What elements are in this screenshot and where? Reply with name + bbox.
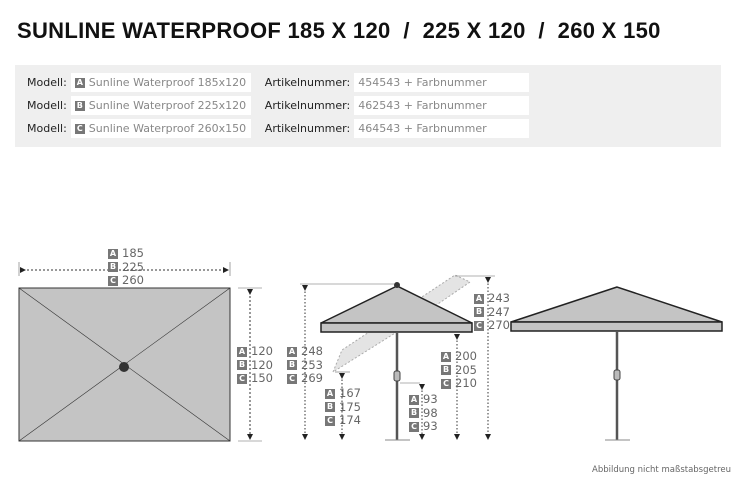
badge-a: A bbox=[74, 78, 85, 88]
article-number: 462543 + Farbnummer bbox=[354, 96, 530, 115]
model-label: Modell: bbox=[27, 76, 67, 89]
dim-value: 93 bbox=[423, 419, 438, 433]
badge-c: C bbox=[474, 320, 484, 331]
side-view-tilt bbox=[300, 274, 495, 441]
dim-crank-height: A 93 B 98 C 93 bbox=[409, 392, 438, 434]
model-label: Modell: bbox=[27, 122, 67, 135]
badge-b: B bbox=[409, 408, 419, 418]
dim-tilted-clearance: A 167 B 175 C 174 bbox=[325, 386, 361, 428]
dim-canopy-clearance: A 200 B 205 C 210 bbox=[441, 349, 477, 391]
badge-c: C bbox=[74, 124, 85, 134]
badge-c: C bbox=[108, 275, 118, 286]
dim-value: 205 bbox=[455, 362, 477, 377]
model-name: Sunline Waterproof 185x120 bbox=[88, 76, 247, 89]
badge-b: B bbox=[325, 402, 335, 412]
dim-value: 260 bbox=[122, 273, 144, 287]
badge-b: B bbox=[108, 262, 118, 272]
dim-value: 200 bbox=[455, 349, 477, 363]
top-view bbox=[18, 262, 262, 442]
model-label: Modell: bbox=[27, 99, 67, 112]
model-name: Sunline Waterproof 260x150 bbox=[88, 122, 247, 135]
article-label: Artikelnummer: bbox=[264, 76, 351, 89]
badge-c: C bbox=[287, 373, 297, 384]
badge-c: C bbox=[441, 378, 451, 389]
badge-a: A bbox=[325, 388, 335, 399]
side-view bbox=[510, 286, 723, 441]
dim-width: A 185 B 225 C 260 bbox=[108, 246, 144, 288]
dim-value: 210 bbox=[455, 376, 477, 390]
article-label: Artikelnummer: bbox=[264, 99, 351, 112]
badge-b: B bbox=[441, 365, 451, 375]
badge-b: B bbox=[474, 307, 484, 317]
dim-value: 120 bbox=[251, 357, 273, 372]
dim-value: 225 bbox=[122, 259, 144, 274]
dim-value: 175 bbox=[339, 399, 361, 414]
dim-value: 243 bbox=[488, 291, 510, 305]
badge-c: C bbox=[409, 421, 419, 432]
badge-b: B bbox=[287, 360, 297, 370]
dim-value: 93 bbox=[423, 392, 438, 406]
badge-a: A bbox=[237, 346, 247, 357]
dim-value: 269 bbox=[301, 371, 323, 385]
badge-b: B bbox=[74, 101, 85, 111]
article-label: Artikelnummer: bbox=[264, 122, 351, 135]
badge-a: A bbox=[441, 351, 451, 362]
dim-value: 167 bbox=[339, 386, 361, 400]
dim-height-tilted: A 248 B 253 C 269 bbox=[287, 344, 323, 386]
badge-c: C bbox=[237, 373, 247, 384]
dim-value: 185 bbox=[122, 246, 144, 260]
article-number: 454543 + Farbnummer bbox=[354, 73, 530, 92]
article-number: 464543 + Farbnummer bbox=[354, 119, 530, 138]
dim-value: 248 bbox=[301, 344, 323, 358]
dim-value: 253 bbox=[301, 357, 323, 372]
badge-a: A bbox=[474, 293, 484, 304]
badge-c: C bbox=[325, 415, 335, 426]
badge-b: B bbox=[237, 360, 247, 370]
badge-a: A bbox=[287, 346, 297, 357]
dim-value: 98 bbox=[423, 405, 438, 420]
dim-value: 270 bbox=[488, 318, 510, 332]
dim-value: 174 bbox=[339, 413, 361, 427]
dim-depth: A 120 B 120 C 150 bbox=[237, 344, 273, 386]
dim-value: 120 bbox=[251, 344, 273, 358]
page-title: SUNLINE WATERPROOF 185 X 120 / 225 X 120… bbox=[17, 18, 661, 43]
dim-value: 247 bbox=[488, 304, 510, 319]
footnote: Abbildung nicht maßstabsgetreu bbox=[592, 465, 731, 475]
badge-a: A bbox=[409, 394, 419, 405]
model-name: Sunline Waterproof 225x120 bbox=[88, 99, 247, 112]
dim-total-height: A 243 B 247 C 270 bbox=[474, 291, 510, 333]
badge-a: A bbox=[108, 248, 118, 259]
dim-value: 150 bbox=[251, 371, 273, 385]
